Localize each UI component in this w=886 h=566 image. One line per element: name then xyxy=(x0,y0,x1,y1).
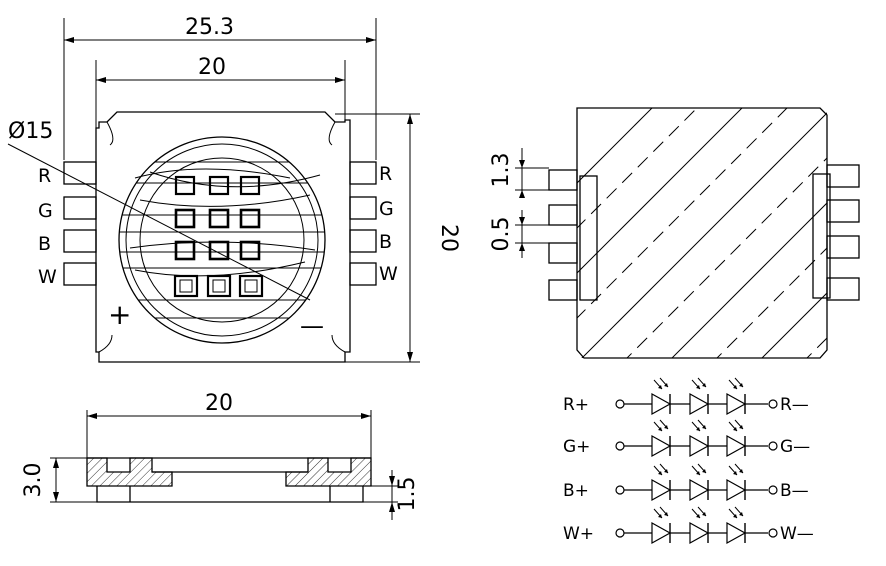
pin-label-right-r: R xyxy=(379,163,392,185)
dimension-pad-pitch: 1.3 xyxy=(489,148,549,198)
schematic-label-anode: W+ xyxy=(563,524,594,544)
pin-label-left-g: G xyxy=(38,200,53,222)
schematic-label-anode: B+ xyxy=(563,481,589,501)
pin-label-left-w: W xyxy=(38,266,57,288)
schematic-row: G+ G— xyxy=(563,419,810,458)
dim-20-vertical: 20 xyxy=(436,224,461,252)
dimension-height: 20 xyxy=(335,113,461,363)
led-diode-icon xyxy=(726,377,747,416)
dim-1-3: 1.3 xyxy=(489,153,514,188)
dim-25-3: 25.3 xyxy=(185,15,234,40)
side-view: 20 3.0 1.5 xyxy=(21,391,420,520)
dim-3-0: 3.0 xyxy=(21,463,46,498)
dimension-step: 1.5 xyxy=(363,470,420,520)
plus-mark: + xyxy=(108,298,131,331)
pin-label-left-b: B xyxy=(38,233,51,255)
dim-20-top: 20 xyxy=(198,55,226,80)
led-diode-icon xyxy=(726,463,747,502)
minus-mark: — xyxy=(300,312,324,340)
dimension-overall-width: 25.3 xyxy=(63,15,377,160)
schematic-label-cathode: W— xyxy=(780,524,814,544)
led-diode-icon xyxy=(651,377,672,416)
led-diode-icon xyxy=(651,506,672,545)
dimension-thickness: 3.0 xyxy=(21,457,97,503)
led-chip-array xyxy=(7,143,311,301)
led-diode-icon xyxy=(689,506,710,545)
pin-label-left-r: R xyxy=(38,165,51,187)
pin-label-right-g: G xyxy=(379,198,394,220)
schematic-label-anode: G+ xyxy=(563,437,590,457)
led-diode-icon xyxy=(689,377,710,416)
dim-0-5: 0.5 xyxy=(489,217,514,252)
back-body xyxy=(576,107,828,359)
schematic-label-cathode: R— xyxy=(780,395,809,415)
dim-diameter: Ø15 xyxy=(8,119,53,144)
dim-1-5: 1.5 xyxy=(395,477,420,512)
led-diode-icon xyxy=(726,506,747,545)
pin-label-right-w: W xyxy=(379,263,398,285)
dim-20-side: 20 xyxy=(205,391,233,416)
left-pins: R G B W xyxy=(38,161,97,288)
led-diode-icon xyxy=(689,419,710,458)
pin-label-right-b: B xyxy=(379,231,392,253)
dimension-pad-gap: 0.5 xyxy=(489,210,549,258)
dimension-side-width: 20 xyxy=(86,391,372,458)
led-schematic: R+ R— G+ G— B+ B— W+ W— xyxy=(563,377,814,545)
back-view: 1.3 0.5 xyxy=(489,107,860,359)
schematic-row: R+ R— xyxy=(563,377,809,416)
led-diode-icon xyxy=(726,419,747,458)
schematic-label-anode: R+ xyxy=(563,395,589,415)
right-pins: R G B W xyxy=(349,161,398,286)
schematic-row: W+ W— xyxy=(563,506,814,545)
led-diode-icon xyxy=(651,463,672,502)
led-diode-icon xyxy=(651,419,672,458)
schematic-row: B+ B— xyxy=(563,463,809,502)
schematic-label-cathode: G— xyxy=(780,437,810,457)
schematic-label-cathode: B— xyxy=(780,481,809,501)
front-view: R G B W R G B W xyxy=(7,15,461,363)
led-diode-icon xyxy=(689,463,710,502)
dimension-body-width: 20 xyxy=(95,55,346,128)
